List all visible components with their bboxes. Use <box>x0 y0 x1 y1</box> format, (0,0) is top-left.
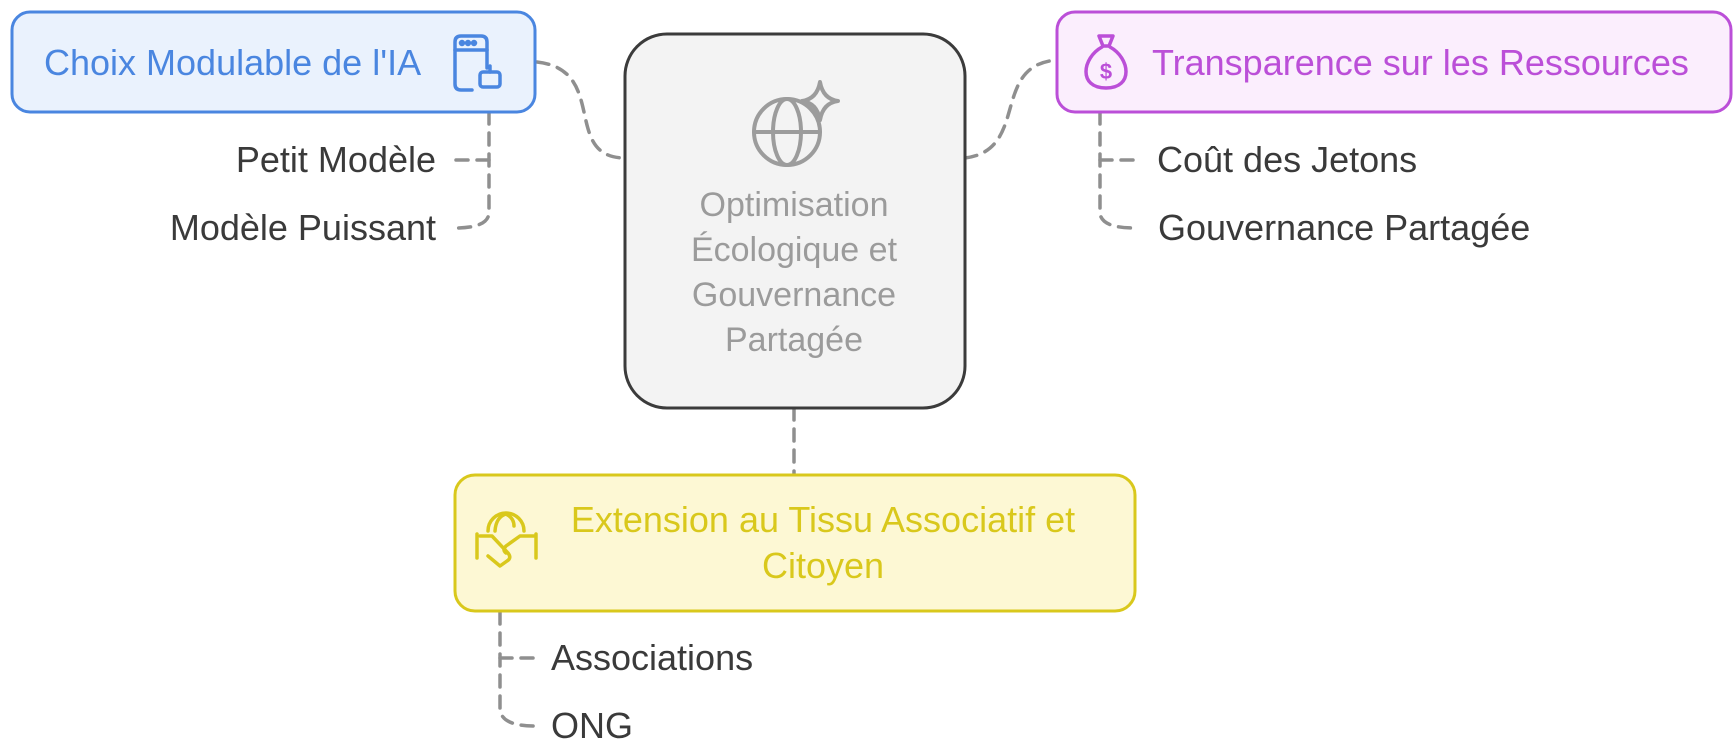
ressources-child-gouvernance: Gouvernance Partagée <box>1158 207 1530 248</box>
tissu-child-associations: Associations <box>551 637 753 678</box>
center-title-line-2: Écologique et <box>691 231 898 269</box>
connector-tissu-children <box>498 610 537 728</box>
center-title-line-4: Partagée <box>725 321 863 359</box>
ressources-node <box>1055 10 1733 114</box>
tissu-node <box>453 473 1137 613</box>
ia-child-modele-puissant: Modèle Puissant <box>170 207 436 248</box>
connector-ress-children <box>1098 110 1137 230</box>
ia-node-title: Choix Modulable de l'IA <box>44 42 421 83</box>
connector-center-ia <box>535 60 630 160</box>
ressources-child-cout-jetons: Coût des Jetons <box>1157 139 1417 180</box>
handshake-globe-icon <box>475 511 538 568</box>
center-title-line-1: Optimisation <box>700 186 889 224</box>
money-bag-icon: $ <box>1084 34 1128 90</box>
ia-child-petit-modele: Petit Modèle <box>236 139 436 180</box>
ia-node <box>10 10 537 114</box>
connector-center-ressources <box>963 58 1059 160</box>
svg-text:$: $ <box>1100 59 1112 84</box>
tissu-child-ong: ONG <box>551 705 633 741</box>
center-title-line-3: Gouvernance <box>692 276 896 314</box>
center-node <box>623 32 967 410</box>
tissu-title-line-1: Extension au Tissu Associatif et <box>571 499 1075 540</box>
globe-sparkle-icon <box>752 80 840 167</box>
browser-robot-icon <box>453 34 502 92</box>
ressources-node-title: Transparence sur les Ressources <box>1152 42 1689 83</box>
connector-ia-children <box>453 110 491 230</box>
tissu-title-line-2: Citoyen <box>762 545 884 586</box>
